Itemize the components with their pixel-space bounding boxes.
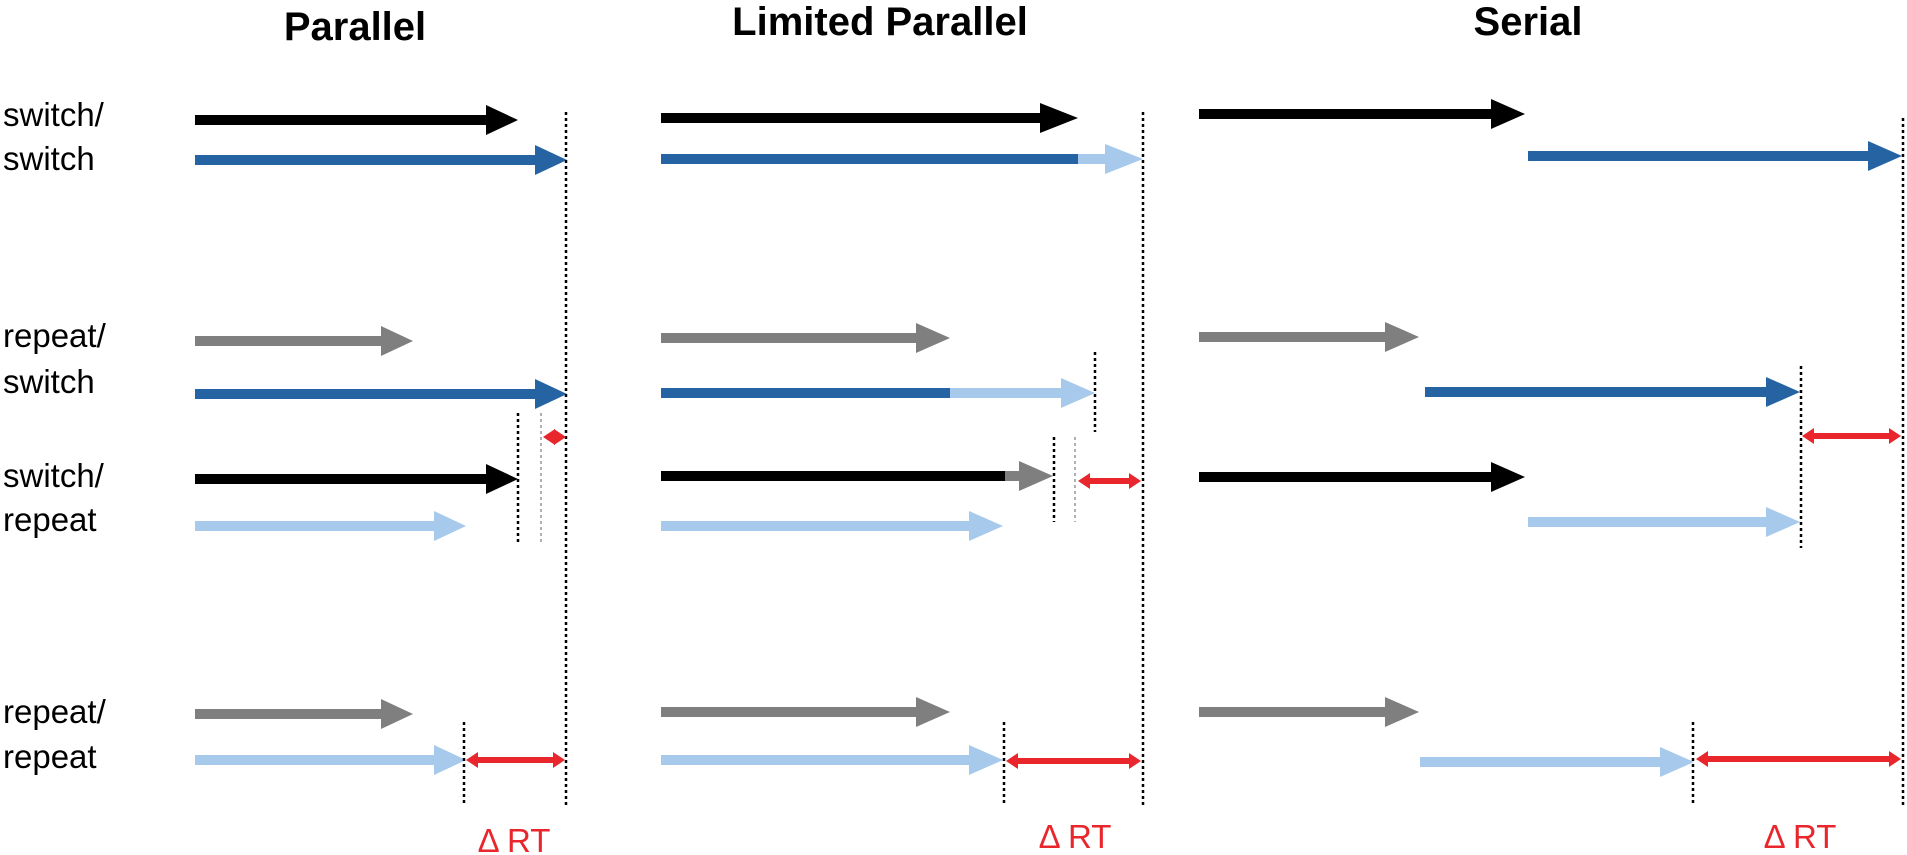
limited-rep-rep-task1-arrow-head [916, 697, 950, 727]
serial-rep-rep-task2-arrow-head [1660, 747, 1694, 777]
parallel-sw-sw-task2-arrow-head [535, 145, 567, 175]
parallel-rep-rep-task2-arrow-head [434, 745, 466, 775]
diagram-marks [195, 99, 1905, 805]
row-label-repeat-repeat-line1: repeat/ [3, 693, 107, 730]
serial-sw-rep-task1-arrow-head [1491, 462, 1525, 492]
parallel-rep-sw-task2-arrow-head [535, 379, 567, 409]
delta-rt-label-limited-parallel: Δ RT [1039, 818, 1112, 855]
parallel-sw-rep-task1-arrow-shaft [195, 474, 487, 484]
parallel-sw-rep-task2-arrow-head [434, 511, 466, 541]
column-title-parallel: Parallel [284, 5, 426, 49]
serial-rep-rep-delta-rt-arrow-head-right [1889, 751, 1901, 767]
row-label-repeat-switch-line1: repeat/ [3, 317, 107, 354]
serial-rep-sw-task2-arrow-shaft [1425, 387, 1767, 397]
limited-rep-sw-task2-arrow-shaft-a [661, 388, 950, 398]
limited-rep-rep-delta-rt-arrow-head-left [1006, 753, 1018, 769]
parallel-rep-rep-delta-rt-arrow-head-right [553, 752, 565, 768]
row-label-repeat-repeat-line2: repeat [3, 738, 97, 775]
limited-sw-sw-task2-arrow-head [1105, 144, 1143, 174]
parallel-sw-rep-task1-arrow-head [486, 464, 518, 494]
serial-rep-sw-task2-arrow-head [1766, 377, 1800, 407]
row-label-switch-switch-line1: switch/ [3, 96, 105, 133]
serial-sw-rep-task2-arrow-head [1766, 507, 1800, 537]
limited-rep-sw-task2-arrow-head [1061, 378, 1095, 408]
limited-sw-rep-delta-rt-arrow-head-right [1129, 473, 1141, 489]
serial-rep-rep-task1-arrow-shaft [1199, 707, 1386, 717]
limited-rep-rep-task2-arrow-shaft [661, 755, 970, 765]
limited-sw-rep-task2-arrow-head [969, 511, 1003, 541]
limited-sw-rep-delta-rt-arrow-shaft [1089, 478, 1130, 484]
limited-rep-sw-task1-arrow-shaft [661, 333, 917, 343]
serial-sw-sw-task2-arrow-head [1868, 141, 1902, 171]
limited-rep-rep-delta-rt-arrow-head-right [1129, 753, 1141, 769]
serial-rep-rep-task2-arrow-shaft [1420, 757, 1661, 767]
column-title-limited-parallel: Limited Parallel [732, 0, 1028, 44]
serial-sw-sw-task1-arrow-shaft [1199, 109, 1492, 119]
serial-rep-sw-task1-arrow-shaft [1199, 332, 1386, 342]
limited-rep-rep-task2-arrow-head [969, 745, 1003, 775]
delta-rt-label-parallel: Δ RT [478, 822, 551, 855]
limited-sw-rep-task2-arrow-shaft [661, 521, 970, 531]
serial-rep-rep-delta-rt-arrow-head-left [1696, 751, 1708, 767]
serial-rep-sw-delta-rt-arrow-shaft [1813, 433, 1890, 439]
serial-sw-sw-task1-arrow-head [1491, 99, 1525, 129]
parallel-sw-sw-task1-arrow-shaft [195, 115, 487, 125]
parallel-sw-rep-delta-rt-arrow-head-left [543, 429, 555, 445]
parallel-rep-rep-delta-rt-arrow-shaft [477, 757, 554, 763]
serial-rep-sw-delta-rt-arrow-head-left [1802, 428, 1814, 444]
limited-sw-sw-task1-arrow-head [1040, 103, 1078, 133]
limited-rep-rep-delta-rt-arrow-shaft [1017, 758, 1130, 764]
parallel-rep-rep-task2-arrow-shaft [195, 755, 435, 765]
serial-sw-sw-task2-arrow-shaft [1528, 151, 1869, 161]
limited-sw-sw-task2-arrow-shaft-a [661, 154, 1078, 164]
limited-sw-rep-task1-arrow-shaft-a [661, 471, 1005, 481]
limited-sw-rep-task1-arrow-head [1019, 461, 1053, 491]
row-label-switch-switch-line2: switch [3, 140, 95, 177]
serial-rep-sw-delta-rt-arrow-head-right [1889, 428, 1901, 444]
parallel-rep-sw-task2-arrow-shaft [195, 389, 536, 399]
serial-sw-rep-task1-arrow-shaft [1199, 472, 1492, 482]
serial-sw-rep-task2-arrow-shaft [1528, 517, 1767, 527]
serial-rep-rep-delta-rt-arrow-shaft [1707, 756, 1890, 762]
parallel-rep-rep-delta-rt-arrow-head-left [466, 752, 478, 768]
limited-sw-sw-task2-arrow-shaft-b [1078, 154, 1106, 164]
parallel-rep-rep-task1-arrow-head [381, 699, 413, 729]
row-label-switch-repeat-line1: switch/ [3, 457, 105, 494]
limited-rep-rep-task1-arrow-shaft [661, 707, 917, 717]
limited-rep-sw-task1-arrow-head [916, 323, 950, 353]
delta-rt-label-serial: Δ RT [1764, 818, 1837, 855]
row-label-switch-repeat-line2: repeat [3, 501, 97, 538]
limited-rep-sw-task2-arrow-shaft-b [950, 388, 1062, 398]
serial-rep-rep-task1-arrow-head [1385, 697, 1419, 727]
parallel-sw-rep-task2-arrow-shaft [195, 521, 435, 531]
parallel-sw-sw-task1-arrow-head [486, 105, 518, 135]
limited-sw-rep-delta-rt-arrow-head-left [1078, 473, 1090, 489]
parallel-rep-sw-task1-arrow-head [381, 326, 413, 356]
limited-sw-sw-task1-arrow-shaft [661, 113, 1041, 123]
column-title-serial: Serial [1474, 0, 1583, 44]
serial-rep-sw-task1-arrow-head [1385, 322, 1419, 352]
parallel-sw-rep-delta-rt-arrow-head-right [554, 429, 566, 445]
parallel-rep-rep-task1-arrow-shaft [195, 709, 382, 719]
limited-sw-rep-task1-arrow-shaft-b [1005, 471, 1020, 481]
row-label-repeat-switch-line2: switch [3, 363, 95, 400]
parallel-sw-sw-task2-arrow-shaft [195, 155, 536, 165]
parallel-rep-sw-task1-arrow-shaft [195, 336, 382, 346]
